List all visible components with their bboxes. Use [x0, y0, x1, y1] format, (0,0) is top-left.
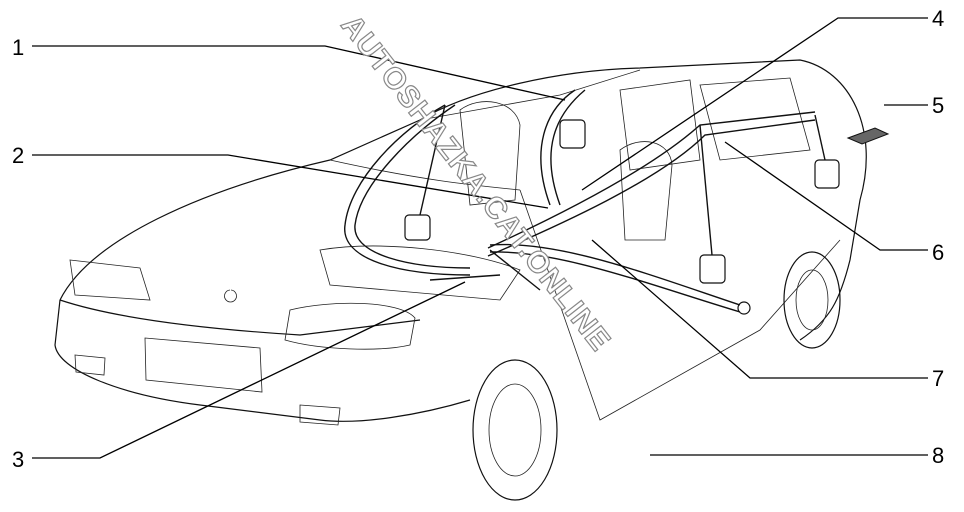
wheels: [472, 251, 841, 501]
callout-2: 2: [12, 143, 24, 168]
callout-5: 5: [932, 93, 944, 118]
callout-7: 7: [932, 366, 944, 391]
part-5-cover: [846, 127, 890, 145]
callout-3: 3: [12, 447, 24, 472]
seat-belts: [344, 89, 890, 315]
car-body-outline: [54, 59, 867, 426]
callout-lines: [32, 17, 928, 459]
callout-4: 4: [932, 6, 944, 31]
callout-1: 1: [12, 35, 24, 60]
callout-8: 8: [932, 443, 944, 468]
watermark: AUTOSHAZKA.CAT.ONLINE: [334, 9, 616, 358]
seats: [319, 101, 673, 301]
callout-6: 6: [932, 240, 944, 265]
